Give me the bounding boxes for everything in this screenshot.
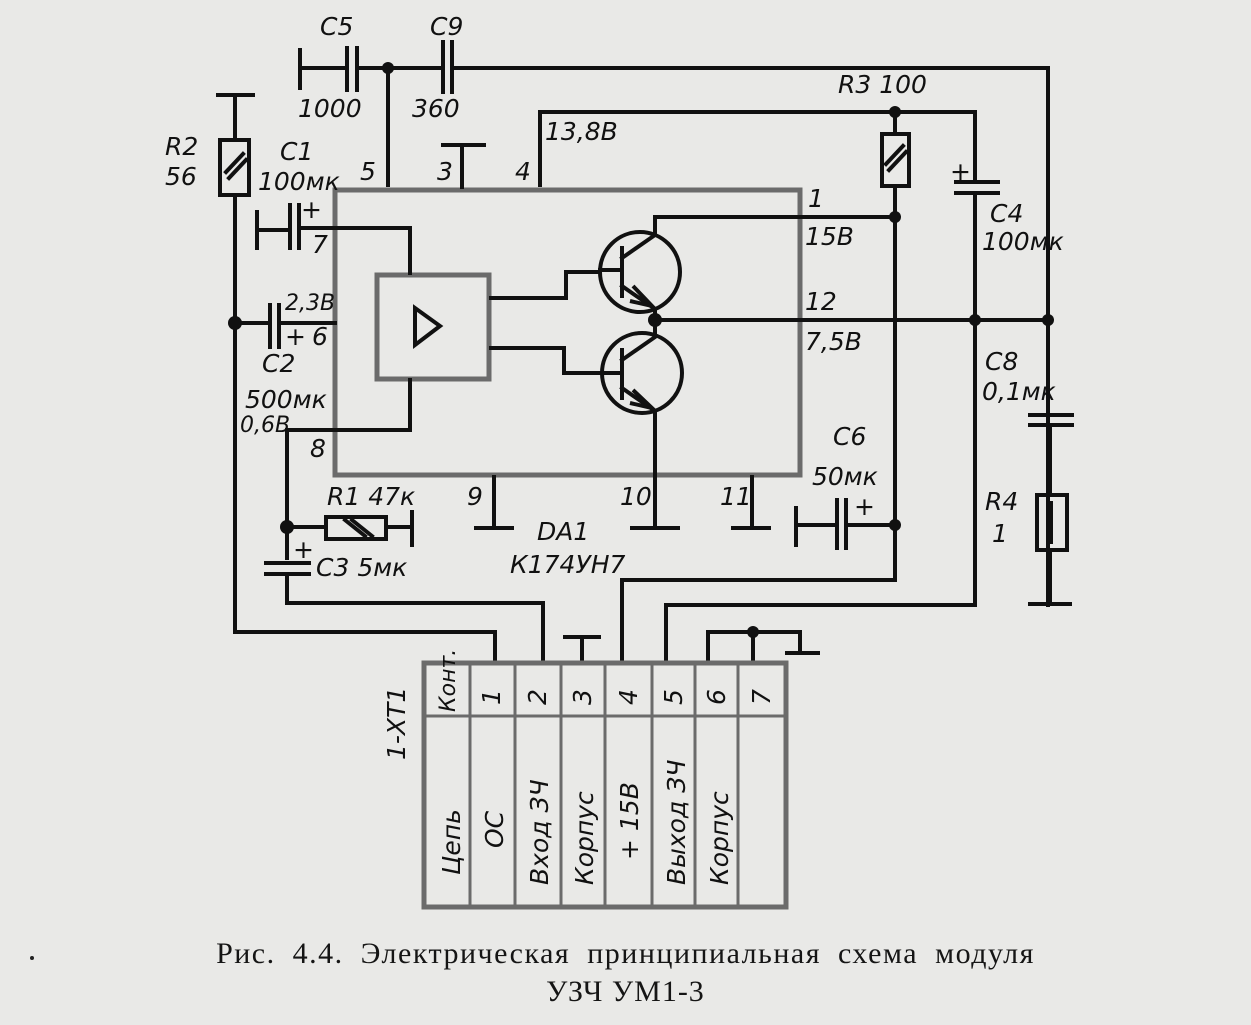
label-c5-ref: С5	[320, 12, 353, 41]
label-pin5: 5	[360, 157, 376, 186]
capacitor-c6	[794, 498, 897, 550]
wire-base-upper	[489, 270, 602, 300]
wire-base-lower	[489, 346, 602, 375]
label-c6-plus: +	[854, 492, 875, 521]
table-pin-number: 7	[747, 689, 776, 705]
label-r4-ref: R4	[985, 487, 1018, 516]
label-c4-ref: С4	[990, 199, 1023, 228]
wire-connector-5	[664, 603, 977, 662]
junction-dot	[969, 314, 981, 326]
label-c2-plus: +	[285, 322, 306, 351]
label-ic-ref: DA1	[537, 517, 589, 546]
label-r3: R3 100	[838, 70, 927, 99]
label-pin7: 7	[312, 230, 328, 259]
resistor-r3	[880, 110, 911, 568]
label-pin8: 8	[310, 434, 326, 463]
label-pin12-voltage: 7,5В	[805, 327, 862, 356]
ground-pin9	[474, 475, 514, 530]
label-c5-value: 1000	[298, 94, 362, 123]
label-c3: С3 5мк	[316, 553, 407, 582]
label-c1-value: 100мк	[258, 167, 340, 196]
label-pin6: 6	[312, 322, 328, 351]
capacitor-c3	[264, 561, 545, 662]
table-pin-number: 5	[659, 689, 688, 705]
label-r4-value: 1	[992, 519, 1008, 548]
table-pin-number: 1	[477, 689, 506, 705]
capacitor-c2	[233, 303, 337, 349]
label-c2-value: 500мк	[245, 385, 327, 414]
resistor-r1	[285, 510, 414, 547]
ground-pin3	[441, 143, 486, 189]
capacitor-c4	[954, 180, 1000, 607]
wire-pin4-supply	[538, 110, 977, 187]
label-r2-ref: R2	[165, 132, 198, 161]
label-c4-plus: +	[950, 157, 971, 186]
capacitor-c1	[255, 203, 412, 275]
label-c9-ref: С9	[430, 12, 463, 41]
table-pin-number: 4	[614, 689, 643, 705]
table-pin-number: 2	[523, 689, 552, 705]
amplifier-triangle-icon	[413, 304, 444, 350]
ic-da1-body	[332, 187, 803, 478]
label-pin4: 4	[515, 157, 531, 186]
label-c1-ref: С1	[280, 137, 313, 166]
table-header-contact: Конт.	[436, 649, 461, 712]
label-pin12: 12	[805, 287, 837, 316]
label-pin11: 11	[720, 482, 752, 511]
capacitor-c8	[1028, 413, 1074, 427]
label-ic-type: К174УН7	[510, 550, 625, 579]
label-pin4-voltage: 13,8В	[545, 117, 618, 146]
label-pin6-voltage: 2,3В	[285, 291, 335, 316]
junction-dot	[889, 519, 901, 531]
table-circuit-name: + 15В	[615, 782, 644, 860]
table-circuit-name: Вход ЗЧ	[525, 779, 554, 885]
table-circuit-name: Выход ЗЧ	[662, 760, 691, 885]
label-c1-plus: +	[301, 195, 322, 224]
label-c9-value: 360	[412, 94, 460, 123]
table-circuit-name: Корпус	[705, 791, 734, 885]
label-c2-ref: С2	[262, 349, 295, 378]
table-pin-number: 6	[702, 689, 731, 705]
label-connector-ref: 1-ХТ1	[382, 687, 411, 760]
print-speck	[30, 956, 34, 960]
table-header-circuit: Цепь	[437, 809, 466, 875]
label-pin1: 1	[808, 184, 824, 213]
table-pin-number: 3	[568, 689, 597, 705]
label-r1: R1 47к	[327, 482, 415, 511]
label-pin1-voltage: 15В	[805, 222, 854, 251]
label-c6-ref: С6	[833, 422, 866, 451]
label-r2-value: 56	[165, 162, 197, 191]
connector-pin-numbers: 1 2 3 4 5 6 7	[477, 689, 776, 705]
label-pin10: 10	[620, 482, 652, 511]
label-c8-ref: С8	[985, 347, 1018, 376]
table-circuit-name: Корпус	[570, 791, 599, 885]
label-c4-value: 100мк	[982, 227, 1064, 256]
figure-caption-line2: УЗЧ УМ1-3	[546, 975, 705, 1008]
wire-pin8	[285, 378, 412, 432]
wire-connector-4	[620, 564, 897, 662]
ground-connector-6-7	[706, 626, 820, 662]
label-c8-value: 0,1мк	[982, 377, 1056, 406]
connector-circuit-names: ОС Вход ЗЧ Корпус + 15В Выход ЗЧ Корпус	[480, 760, 734, 885]
label-pin8-voltage: 0,6В	[240, 413, 290, 438]
label-pin9: 9	[467, 482, 483, 511]
label-c3-plus: +	[293, 535, 314, 564]
resistor-r2	[216, 93, 255, 634]
preamp-block	[374, 272, 492, 382]
label-pin3: 3	[437, 157, 453, 186]
table-circuit-name: ОС	[480, 810, 509, 848]
connector-xt1-table	[421, 660, 789, 910]
figure-caption-line1: Рис. 4.4. Электрическая принципиальная с…	[216, 937, 1035, 970]
ground-pin11	[731, 475, 771, 530]
label-c6-value: 50мк	[812, 462, 878, 491]
capacitor-c9	[441, 40, 1050, 607]
capacitor-c5	[298, 46, 442, 92]
ground-connector-3	[563, 635, 601, 662]
wire-connector-1	[233, 630, 497, 662]
